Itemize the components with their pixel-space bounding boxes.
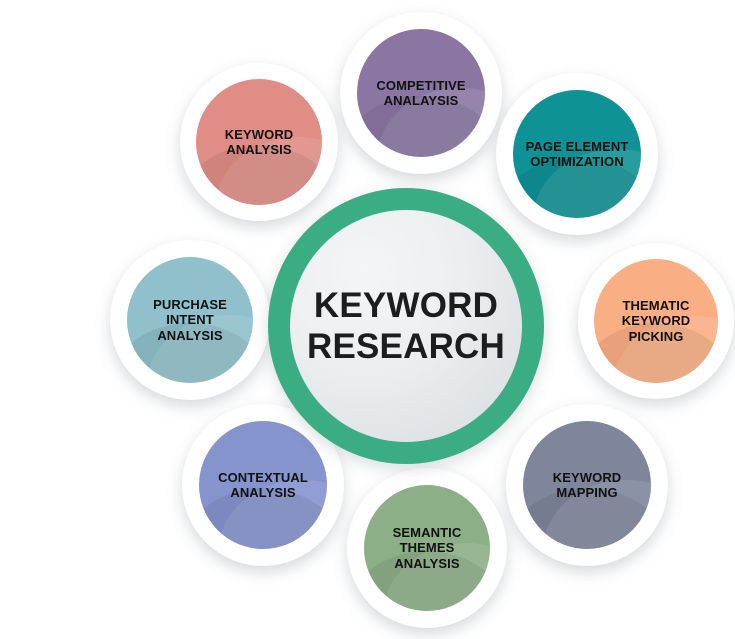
node-keyword-analysis[interactable]: KEYWORD ANALYSIS	[180, 63, 338, 221]
node-keyword-analysis-disc	[196, 79, 322, 205]
node-purchase-intent-analysis-label: PURCHASE INTENT ANALYSIS	[153, 297, 227, 343]
node-thematic-keyword-picking[interactable]: THEMATIC KEYWORD PICKING	[578, 243, 734, 399]
node-contextual-analysis[interactable]: CONTEXTUAL ANALYSIS	[182, 404, 344, 566]
node-keyword-analysis-label: KEYWORD ANALYSIS	[224, 126, 294, 157]
node-contextual-analysis-disc	[199, 421, 327, 549]
node-thematic-keyword-picking-disc	[594, 259, 718, 383]
node-contextual-analysis-label: CONTEXTUAL ANALYSIS	[218, 469, 308, 500]
node-purchase-intent-analysis[interactable]: PURCHASE INTENT ANALYSIS	[110, 240, 270, 400]
node-semantic-themes-analysis-disc	[364, 485, 490, 611]
node-page-element-optimization[interactable]: PAGE ELEMENT OPTIMIZATION	[496, 73, 658, 235]
node-competitive-analaysis-label: COMPETITIVE ANALAYSIS	[376, 77, 466, 108]
center-hub-inner: KEYWORD RESEARCH	[290, 210, 522, 442]
node-competitive-analaysis-disc	[357, 29, 485, 157]
node-keyword-mapping[interactable]: KEYWORD MAPPING	[506, 404, 668, 566]
center-hub-label: KEYWORD RESEARCH	[306, 285, 505, 366]
node-competitive-analaysis[interactable]: COMPETITIVE ANALAYSIS	[340, 12, 502, 174]
node-page-element-optimization-disc	[513, 90, 641, 218]
center-hub[interactable]: KEYWORD RESEARCH	[268, 188, 544, 464]
node-keyword-mapping-disc	[523, 421, 651, 549]
node-semantic-themes-analysis-label: SEMANTIC THEMES ANALYSIS	[392, 525, 462, 571]
node-semantic-themes-analysis[interactable]: SEMANTIC THEMES ANALYSIS	[347, 468, 507, 628]
node-thematic-keyword-picking-label: THEMATIC KEYWORD PICKING	[621, 298, 691, 344]
node-page-element-optimization-label: PAGE ELEMENT OPTIMIZATION	[525, 138, 629, 169]
node-keyword-mapping-label: KEYWORD MAPPING	[552, 469, 622, 500]
node-purchase-intent-analysis-disc	[127, 257, 253, 383]
